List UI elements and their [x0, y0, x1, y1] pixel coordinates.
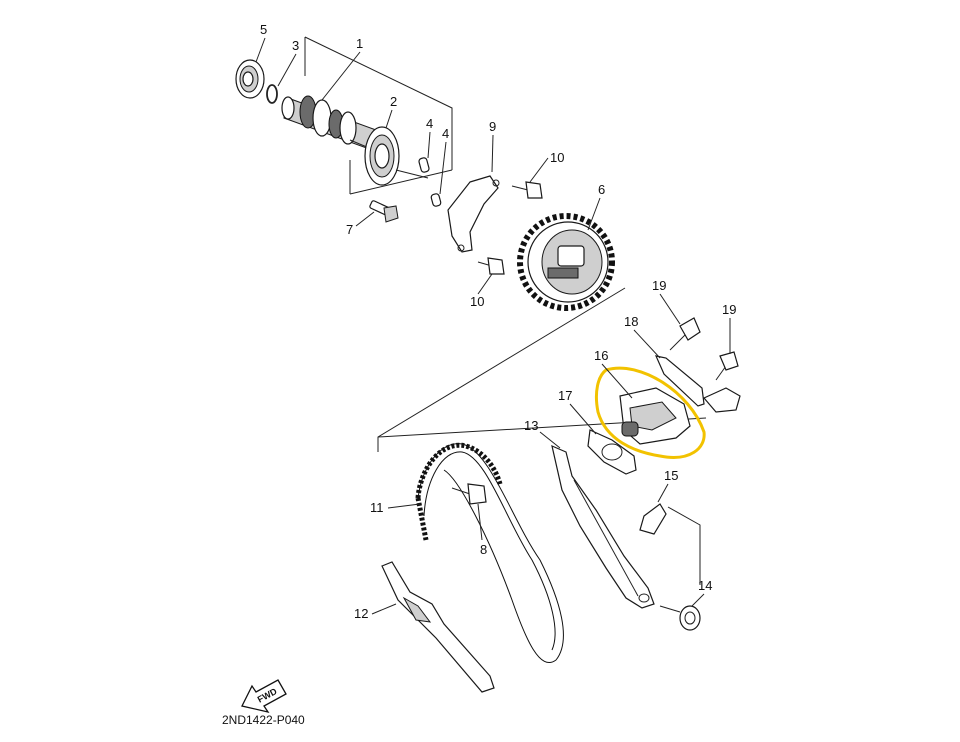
callout-5: 5 — [260, 22, 267, 37]
part-13-tensioner-guide — [551, 444, 655, 609]
callout-4a: 4 — [426, 116, 433, 131]
part-1-camshaft — [281, 95, 377, 151]
part-7-bolt — [369, 200, 399, 223]
highlight-loop — [594, 366, 706, 459]
part-18-gasket — [654, 355, 705, 407]
part-10-bolt-lower — [477, 257, 505, 275]
part-4-pins — [418, 157, 442, 207]
callout-12: 12 — [354, 606, 368, 621]
callout-8: 8 — [480, 542, 487, 557]
callout-10a: 10 — [550, 150, 564, 165]
callout-16: 16 — [594, 348, 608, 363]
part-15-stopper — [639, 503, 667, 535]
diagram-code: 2ND1422-P040 — [222, 713, 305, 727]
callout-1: 1 — [356, 36, 363, 51]
part-9-plate — [447, 175, 500, 253]
part-3-oring — [266, 84, 278, 104]
part-16-cam-chain-tensioner — [619, 387, 691, 445]
part-10-bolt-upper — [511, 181, 543, 199]
part-11-timing-chain — [415, 442, 564, 663]
callout-3: 3 — [292, 38, 299, 53]
callout-17: 17 — [558, 388, 572, 403]
part-12-chain-guide — [381, 561, 495, 693]
callout-9: 9 — [489, 119, 496, 134]
callout-10b: 10 — [470, 294, 484, 309]
callout-11: 11 — [370, 500, 384, 515]
callout-18: 18 — [624, 314, 638, 329]
leader-lines — [255, 37, 731, 615]
part-5-bearing — [235, 59, 265, 99]
camshaft-group-bracket — [304, 36, 453, 195]
part-6-cam-sprocket — [517, 213, 615, 311]
callout-7: 7 — [346, 222, 353, 237]
callout-15: 15 — [664, 468, 678, 483]
callout-4b: 4 — [442, 126, 449, 141]
callout-6: 6 — [598, 182, 605, 197]
part-8-bolt — [451, 483, 487, 505]
callout-13: 13 — [524, 418, 538, 433]
part-17-gasket — [587, 429, 637, 475]
callout-14: 14 — [698, 578, 712, 593]
fwd-arrow-icon: FWD — [241, 679, 287, 714]
callout-19a: 19 — [652, 278, 666, 293]
callout-2: 2 — [390, 94, 397, 109]
part-14-bolt — [659, 605, 701, 631]
part-2-bearing — [364, 126, 429, 186]
part-19-bolt-left — [669, 317, 701, 351]
callout-19b: 19 — [722, 302, 736, 317]
part-19-bolt-right — [703, 351, 741, 413]
guide-group-bracket — [667, 506, 701, 585]
callouts: 5 3 1 2 4 4 9 10 6 7 10 19 19 18 16 17 1… — [260, 22, 736, 621]
